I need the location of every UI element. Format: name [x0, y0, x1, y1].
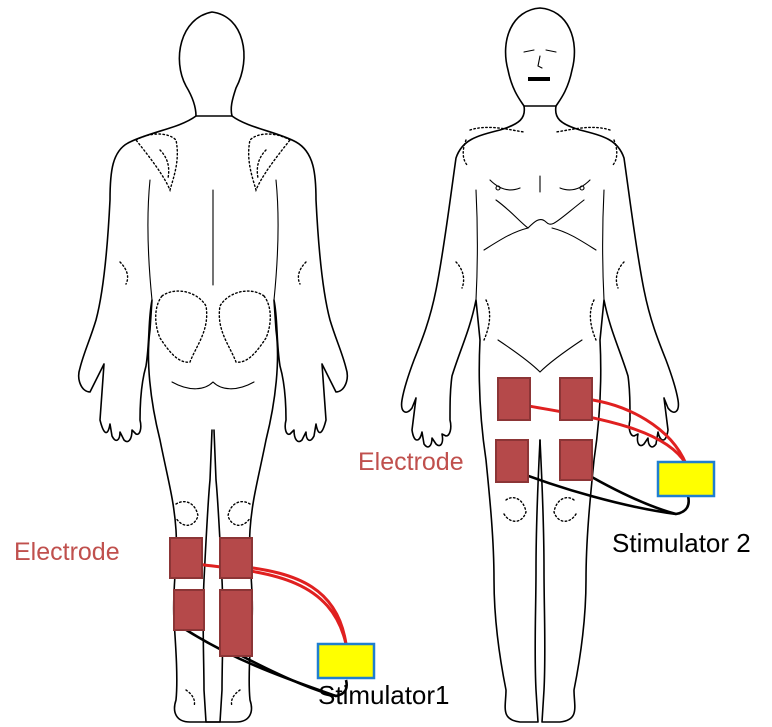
electrode-pad-thigh-2 [560, 378, 592, 420]
electrode-pad-thigh-4 [560, 440, 592, 480]
electrode-pad-thigh-1 [498, 378, 530, 420]
red-wire-left-1 [196, 564, 346, 644]
stimulator-2-device [658, 462, 714, 496]
stimulator-2-label: Stimulator 2 [612, 528, 751, 558]
stimulator-1-device [318, 644, 374, 678]
mouth-mark [528, 77, 550, 81]
electrode-pad-thigh-3 [496, 440, 528, 482]
electrode-pad-calf-1 [170, 538, 202, 578]
electrode-label-left: Electrode [14, 538, 120, 566]
front-view-figure [402, 8, 679, 722]
electrode-pad-calf-3 [174, 590, 204, 630]
stimulator-1-label: Stimulator1 [318, 680, 450, 710]
electrode-pad-calf-4 [220, 590, 252, 656]
electrode-label-right: Electrode [358, 448, 464, 476]
right-stimulation-setup [496, 378, 714, 514]
left-stimulation-setup [170, 538, 374, 696]
electrode-pad-calf-2 [220, 538, 252, 578]
back-view-figure [79, 12, 348, 722]
